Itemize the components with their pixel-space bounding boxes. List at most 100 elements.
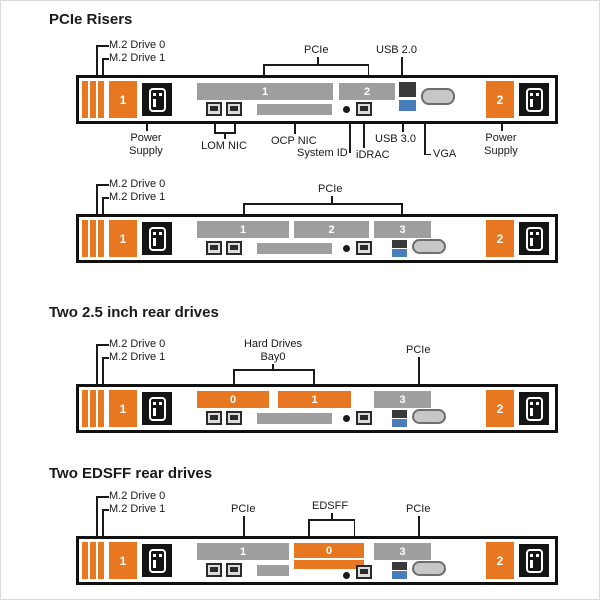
label-m2-drive-1: M.2 Drive 1 — [109, 503, 166, 515]
label-pcie: PCIe — [406, 503, 431, 515]
system-id-button — [343, 415, 350, 422]
leader-line — [233, 369, 235, 384]
label-edsff: EDSFF — [312, 500, 349, 512]
power-inlet-glyph — [525, 87, 543, 112]
power-supply-2-block: 2 — [486, 542, 514, 579]
leader-line — [424, 153, 431, 155]
pcie-slot-2: 2 — [339, 83, 395, 100]
label-pcie: PCIe — [406, 344, 431, 356]
hard-drive-bay-1: 1 — [278, 391, 351, 408]
leader-line — [102, 197, 109, 199]
power-inlet-icon — [142, 392, 172, 425]
system-id-button — [343, 106, 350, 113]
usb3-port — [392, 571, 407, 579]
rear-panel-pcie-2slot: 1 1 2 2 — [76, 75, 558, 124]
m2-stripe — [98, 220, 104, 257]
leader-line — [363, 124, 365, 148]
lom-nic-port-1 — [206, 563, 222, 577]
leader-line — [96, 344, 98, 384]
leader-line — [243, 203, 245, 214]
power-inlet-glyph — [525, 226, 543, 251]
lom-nic-port-1 — [206, 102, 222, 116]
section-title-edsff-rear-drives: Two EDSFF rear drives — [49, 465, 213, 482]
leader-line — [214, 124, 216, 133]
leader-line — [353, 519, 355, 536]
leader-line — [418, 516, 420, 536]
label-m2-drive-0: M.2 Drive 0 — [109, 39, 166, 51]
label-m2-drive-0: M.2 Drive 0 — [109, 178, 166, 190]
leader-line — [367, 64, 369, 75]
leader-line — [234, 124, 236, 133]
ocp-nic-slot — [257, 104, 332, 115]
m2-drive-bays — [82, 390, 104, 427]
m2-stripe — [98, 81, 104, 118]
leader-line — [102, 357, 109, 359]
idrac-port — [356, 411, 372, 425]
label-m2-drive-0: M.2 Drive 0 — [109, 338, 166, 350]
m2-stripe — [90, 390, 96, 427]
label-system-id: System ID — [297, 147, 348, 159]
m2-stripe — [82, 81, 88, 118]
m2-stripe — [90, 220, 96, 257]
m2-drive-bays — [82, 542, 104, 579]
pcie-slot-3: 3 — [374, 543, 431, 560]
system-id-button — [343, 245, 350, 252]
idrac-port — [356, 102, 372, 116]
m2-stripe — [90, 81, 96, 118]
label-pcie: PCIe — [304, 44, 329, 56]
pcie-slot-1: 1 — [197, 83, 333, 100]
leader-line — [146, 124, 148, 131]
label-power-supply-left: Power Supply — [129, 132, 163, 157]
power-inlet-glyph — [525, 396, 543, 421]
leader-line — [102, 197, 104, 214]
m2-stripe — [82, 542, 88, 579]
label-power-supply-right: Power Supply — [484, 132, 518, 157]
leader-line — [102, 58, 104, 75]
ocp-nic-slot — [257, 243, 332, 254]
leader-line — [331, 196, 333, 203]
leader-line — [96, 496, 98, 536]
m2-stripe — [98, 390, 104, 427]
pcie-slot-1: 1 — [197, 221, 289, 238]
label-vga: VGA — [433, 148, 457, 160]
leader-bracket — [233, 369, 315, 371]
section-title-pcie-risers: PCIe Risers — [49, 11, 133, 28]
power-inlet-glyph — [148, 87, 166, 112]
leader-line — [96, 184, 109, 186]
leader-line — [402, 124, 404, 132]
power-supply-2-block: 2 — [486, 220, 514, 257]
m2-stripe — [82, 390, 88, 427]
ocp-nic-slot — [257, 565, 289, 576]
pcie-slot-2: 2 — [294, 221, 369, 238]
lom-nic-port-1 — [206, 241, 222, 255]
power-supply-2-block: 2 — [486, 390, 514, 427]
label-usb2: USB 2.0 — [376, 44, 417, 56]
leader-line — [96, 344, 109, 346]
power-inlet-icon — [519, 83, 549, 116]
power-supply-1-block: 1 — [109, 390, 137, 427]
leader-line — [243, 516, 245, 536]
lom-nic-port-2 — [226, 563, 242, 577]
pcie-slot-1: 1 — [197, 543, 289, 560]
leader-line — [317, 57, 319, 65]
edsff-drive-1 — [294, 560, 364, 569]
lom-nic-port-2 — [226, 411, 242, 425]
hard-drive-bay-0: 0 — [197, 391, 269, 408]
power-inlet-icon — [142, 222, 172, 255]
vga-port — [412, 239, 446, 254]
leader-line — [418, 357, 420, 384]
system-id-button — [343, 572, 350, 579]
leader-line — [96, 496, 109, 498]
idrac-port — [356, 241, 372, 255]
leader-line — [272, 364, 274, 370]
section-title-25-rear-drives: Two 2.5 inch rear drives — [49, 304, 219, 321]
leader-line — [331, 513, 333, 519]
leader-line — [313, 369, 315, 384]
m2-drive-bays — [82, 81, 104, 118]
vga-port — [421, 88, 455, 105]
leader-line — [401, 57, 403, 75]
leader-line — [501, 124, 503, 131]
power-inlet-glyph — [148, 396, 166, 421]
power-inlet-icon — [519, 544, 549, 577]
